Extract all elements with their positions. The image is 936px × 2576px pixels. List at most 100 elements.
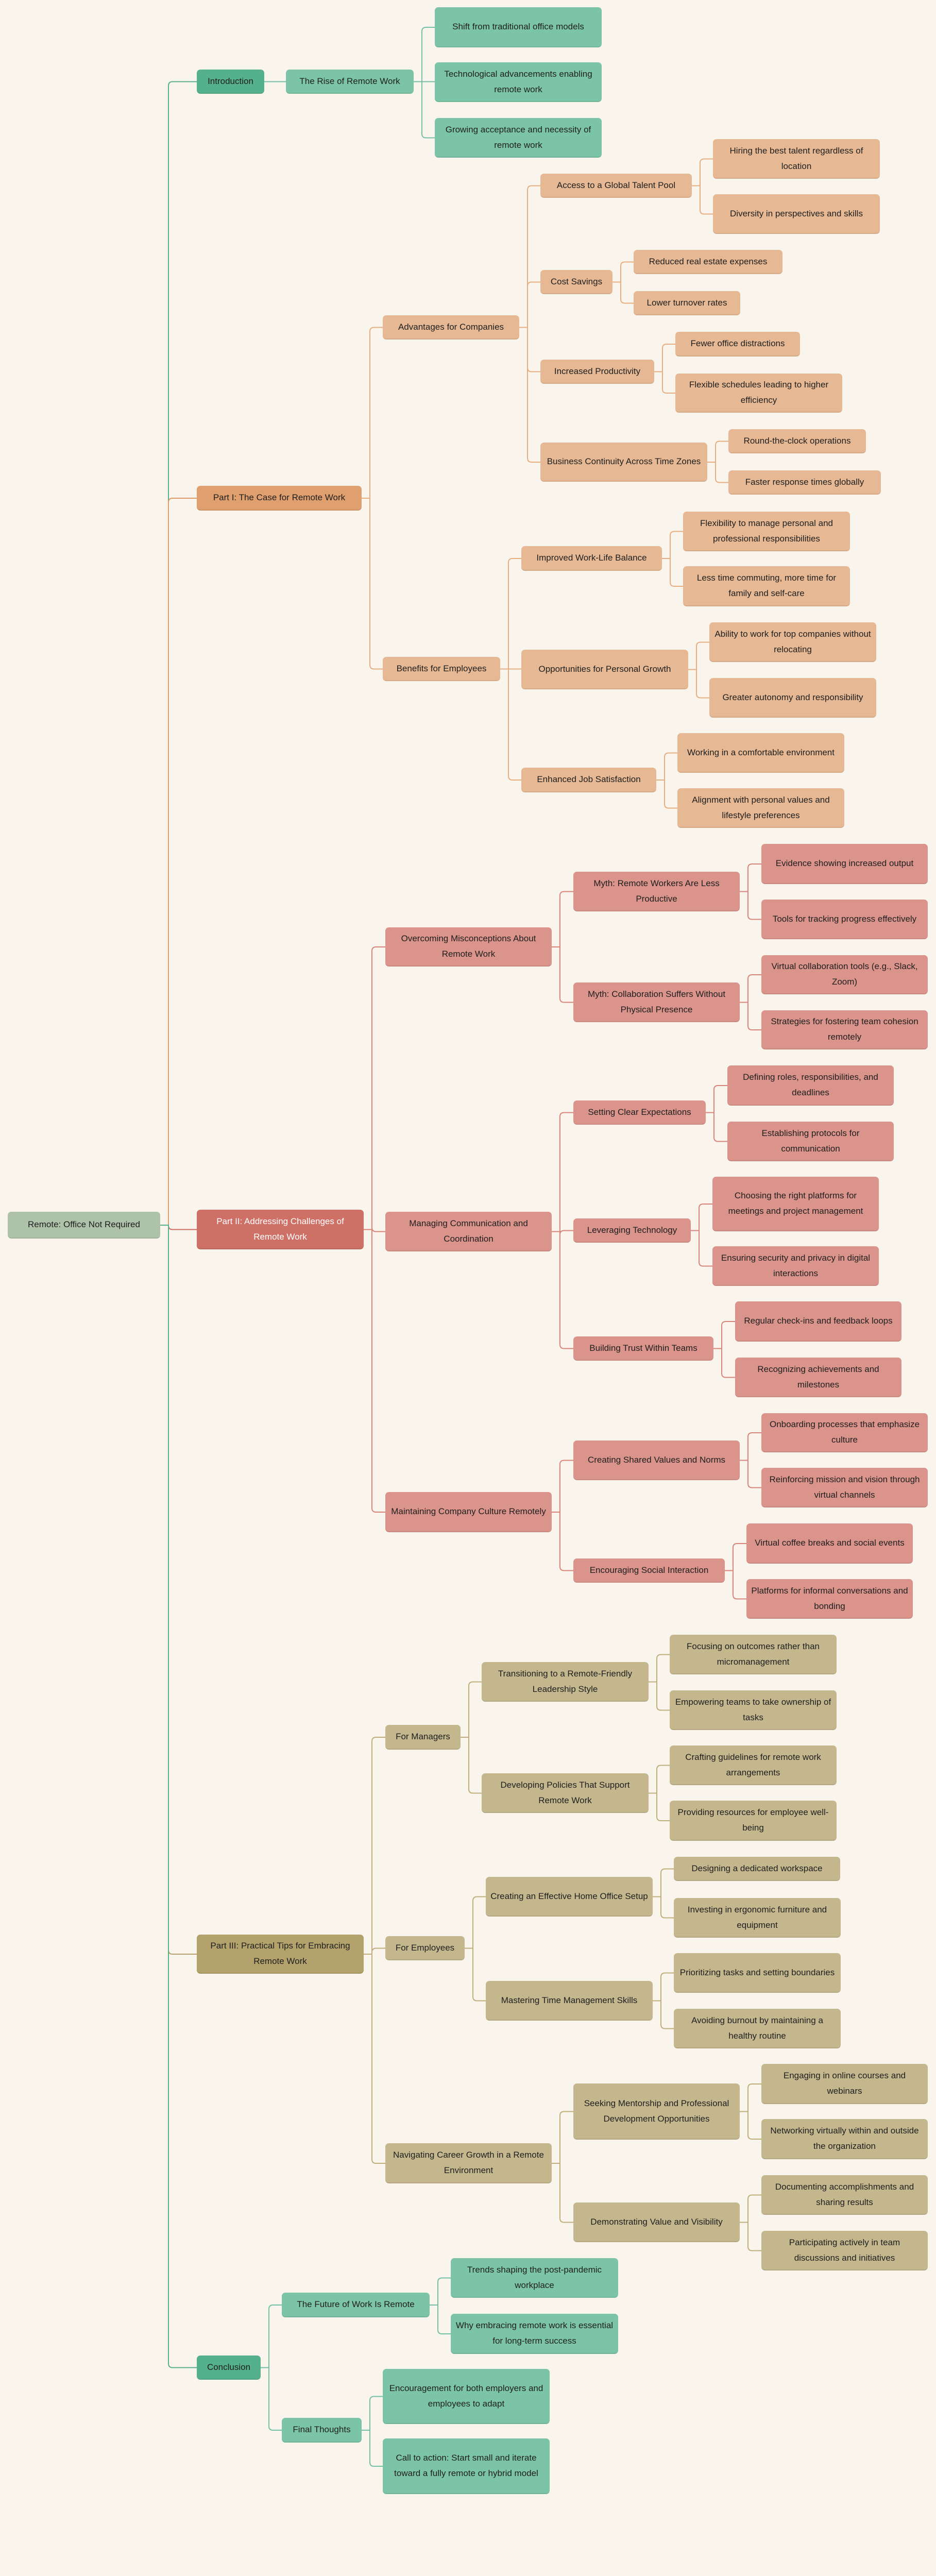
leaf-node[interactable]: Defining roles, responsibilities, and de… bbox=[727, 1065, 894, 1106]
leaf-node[interactable]: Shift from traditional office models bbox=[435, 7, 602, 47]
connector-line bbox=[707, 462, 728, 483]
subtopic-node[interactable]: Myth: Collaboration Suffers Without Phys… bbox=[573, 982, 740, 1022]
leaf-node[interactable]: Avoiding burnout by maintaining a health… bbox=[674, 2009, 841, 2048]
leaf-node[interactable]: Why embracing remote work is essential f… bbox=[451, 2314, 618, 2354]
connector-line bbox=[725, 1570, 746, 1600]
leaf-node[interactable]: Strategies for fostering team cohesion r… bbox=[761, 1010, 928, 1049]
leaf-node[interactable]: Regular check-ins and feedback loops bbox=[735, 1301, 901, 1342]
connector-line bbox=[713, 1348, 735, 1378]
leaf-node[interactable]: Empowering teams to take ownership of ta… bbox=[670, 1690, 837, 1730]
subtopic-node[interactable]: Creating an Effective Home Office Setup bbox=[486, 1877, 653, 1917]
branch-part-2[interactable]: Part II: Addressing Challenges of Remote… bbox=[197, 1210, 364, 1249]
topic-managing-communication[interactable]: Managing Communication and Coordination bbox=[385, 1212, 552, 1251]
leaf-node[interactable]: Faster response times globally bbox=[728, 470, 881, 495]
leaf-node[interactable]: Working in a comfortable environment bbox=[677, 733, 844, 773]
subtopic-node[interactable]: Access to a Global Talent Pool bbox=[540, 174, 692, 198]
connector-line bbox=[649, 1792, 670, 1821]
leaf-node[interactable]: Greater autonomy and responsibility bbox=[709, 678, 876, 718]
leaf-node[interactable]: Crafting guidelines for remote work arra… bbox=[670, 1745, 837, 1785]
subtopic-node[interactable]: Improved Work-Life Balance bbox=[521, 546, 662, 571]
leaf-node[interactable]: Tools for tracking progress effectively bbox=[761, 900, 928, 939]
leaf-node[interactable]: Prioritizing tasks and setting boundarie… bbox=[674, 1953, 841, 1993]
leaf-node[interactable]: Reduced real estate expenses bbox=[634, 250, 782, 274]
connector-line bbox=[261, 2304, 282, 2368]
topic-maintaining-culture[interactable]: Maintaining Company Culture Remotely bbox=[385, 1492, 552, 1532]
topic-rise-of-remote-work[interactable]: The Rise of Remote Work bbox=[286, 70, 414, 94]
branch-part-1[interactable]: Part I: The Case for Remote Work bbox=[197, 486, 362, 511]
subtopic-node[interactable]: Leveraging Technology bbox=[573, 1218, 691, 1243]
leaf-node[interactable]: Trends shaping the post-pandemic workpla… bbox=[451, 2258, 618, 2298]
subtopic-node[interactable]: Mastering Time Management Skills bbox=[486, 1981, 653, 2021]
leaf-node[interactable]: Flexibility to manage personal and profe… bbox=[683, 512, 850, 551]
branch-part-3[interactable]: Part III: Practical Tips for Embracing R… bbox=[197, 1935, 364, 1974]
subtopic-node[interactable]: Setting Clear Expectations bbox=[573, 1100, 706, 1125]
leaf-node[interactable]: Technological advancements enabling remo… bbox=[435, 62, 602, 102]
leaf-node[interactable]: Participating actively in team discussio… bbox=[761, 2231, 928, 2270]
subtopic-node[interactable]: Developing Policies That Support Remote … bbox=[482, 1773, 649, 1813]
topic-benefits-for-employees[interactable]: Benefits for Employees bbox=[383, 657, 500, 681]
connector-line bbox=[740, 1002, 761, 1030]
leaf-node[interactable]: Virtual coffee breaks and social events bbox=[746, 1523, 913, 1564]
subtopic-node[interactable]: Myth: Remote Workers Are Less Productive bbox=[573, 872, 740, 911]
topic-advantages-for-companies[interactable]: Advantages for Companies bbox=[383, 315, 519, 340]
connector-line bbox=[364, 1227, 385, 1232]
leaf-node[interactable]: Diversity in perspectives and skills bbox=[713, 194, 880, 234]
leaf-node[interactable]: Call to action: Start small and iterate … bbox=[383, 2438, 550, 2494]
leaf-node[interactable]: Providing resources for employee well-be… bbox=[670, 1801, 837, 1841]
connector-line bbox=[656, 779, 677, 809]
connector-line bbox=[414, 27, 435, 82]
leaf-node[interactable]: Choosing the right platforms for meeting… bbox=[712, 1177, 879, 1231]
leaf-node[interactable]: Reinforcing mission and vision through v… bbox=[761, 1468, 928, 1507]
connector-line bbox=[740, 2194, 761, 2223]
topic-for-employees[interactable]: For Employees bbox=[385, 1936, 465, 1960]
subtopic-node[interactable]: Building Trust Within Teams bbox=[573, 1336, 713, 1361]
connector-line bbox=[707, 440, 728, 463]
connector-line bbox=[364, 1947, 385, 1955]
connector-line bbox=[364, 946, 385, 1230]
branch-conclusion[interactable]: Conclusion bbox=[197, 2355, 261, 2380]
leaf-node[interactable]: Documenting accomplishments and sharing … bbox=[761, 2175, 928, 2215]
root-node[interactable]: Remote: Office Not Required bbox=[8, 1212, 160, 1239]
subtopic-node[interactable]: Increased Productivity bbox=[540, 360, 654, 384]
subtopic-node[interactable]: Demonstrating Value and Visibility bbox=[573, 2202, 740, 2242]
topic-future-of-work[interactable]: The Future of Work Is Remote bbox=[282, 2293, 430, 2317]
leaf-node[interactable]: Growing acceptance and necessity of remo… bbox=[435, 118, 602, 158]
leaf-node[interactable]: Flexible schedules leading to higher eff… bbox=[675, 374, 842, 413]
topic-overcoming-misconceptions[interactable]: Overcoming Misconceptions About Remote W… bbox=[385, 927, 552, 967]
topic-for-managers[interactable]: For Managers bbox=[385, 1725, 461, 1750]
leaf-node[interactable]: Ability to work for top companies withou… bbox=[709, 622, 876, 662]
leaf-node[interactable]: Fewer office distractions bbox=[675, 332, 800, 357]
leaf-node[interactable]: Onboarding processes that emphasize cult… bbox=[761, 1413, 928, 1452]
topic-navigating-career-growth[interactable]: Navigating Career Growth in a Remote Env… bbox=[385, 2143, 552, 2183]
leaf-node[interactable]: Networking virtually within and outside … bbox=[761, 2119, 928, 2159]
connector-line bbox=[519, 185, 540, 328]
leaf-node[interactable]: Recognizing achievements and milestones bbox=[735, 1358, 901, 1397]
leaf-node[interactable]: Round-the-clock operations bbox=[728, 429, 866, 453]
leaf-node[interactable]: Focusing on outcomes rather than microma… bbox=[670, 1635, 837, 1674]
subtopic-node[interactable]: Opportunities for Personal Growth bbox=[521, 650, 688, 689]
topic-final-thoughts[interactable]: Final Thoughts bbox=[282, 2418, 362, 2443]
leaf-node[interactable]: Platforms for informal conversations and… bbox=[746, 1579, 913, 1619]
leaf-node[interactable]: Virtual collaboration tools (e.g., Slack… bbox=[761, 955, 928, 994]
subtopic-node[interactable]: Cost Savings bbox=[540, 270, 612, 294]
connector-line bbox=[706, 1085, 727, 1113]
subtopic-node[interactable]: Creating Shared Values and Norms bbox=[573, 1440, 740, 1480]
connector-line bbox=[653, 1868, 674, 1897]
leaf-node[interactable]: Less time commuting, more time for famil… bbox=[683, 566, 850, 606]
leaf-node[interactable]: Encouragement for both employers and emp… bbox=[383, 2369, 550, 2424]
leaf-node[interactable]: Evidence showing increased output bbox=[761, 844, 928, 884]
subtopic-node[interactable]: Seeking Mentorship and Professional Deve… bbox=[573, 2083, 740, 2140]
leaf-node[interactable]: Establishing protocols for communication bbox=[727, 1122, 894, 1161]
branch-introduction[interactable]: Introduction bbox=[197, 70, 264, 94]
leaf-node[interactable]: Lower turnover rates bbox=[634, 291, 740, 315]
leaf-node[interactable]: Designing a dedicated workspace bbox=[674, 1857, 840, 1881]
leaf-node[interactable]: Investing in ergonomic furniture and equ… bbox=[674, 1898, 841, 1938]
leaf-node[interactable]: Alignment with personal values and lifes… bbox=[677, 788, 844, 828]
leaf-node[interactable]: Ensuring security and privacy in digital… bbox=[712, 1246, 879, 1286]
subtopic-node[interactable]: Transitioning to a Remote-Friendly Leade… bbox=[482, 1662, 649, 1702]
leaf-node[interactable]: Hiring the best talent regardless of loc… bbox=[713, 139, 880, 179]
subtopic-node[interactable]: Enhanced Job Satisfaction bbox=[521, 768, 656, 792]
subtopic-node[interactable]: Business Continuity Across Time Zones bbox=[540, 443, 707, 482]
subtopic-node[interactable]: Encouraging Social Interaction bbox=[573, 1558, 725, 1583]
leaf-node[interactable]: Engaging in online courses and webinars bbox=[761, 2064, 928, 2104]
